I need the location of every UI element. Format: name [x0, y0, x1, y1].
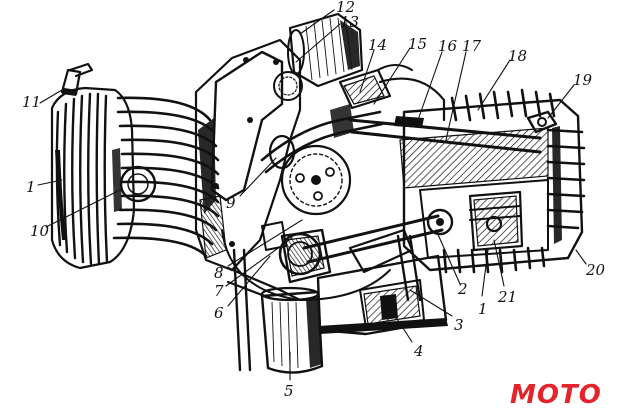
left-cylinder: [50, 62, 220, 270]
callout-1-right: 1: [478, 300, 488, 318]
callout-16: 16: [438, 37, 458, 55]
callout-11: 11: [22, 93, 41, 111]
callout-10: 10: [30, 222, 50, 240]
callout-2: 2: [457, 280, 468, 298]
support-tubes: [226, 248, 272, 372]
callout-4: 4: [413, 342, 424, 360]
oil-sump: [316, 234, 448, 336]
generator: [287, 12, 364, 88]
leader-lines: [37, 9, 587, 381]
oil-can-shading: [271, 301, 299, 369]
crankcase: [194, 38, 302, 272]
callout-6: 6: [214, 304, 224, 322]
callout-5: 5: [284, 382, 294, 400]
generator-shading: [305, 17, 353, 81]
callout-7: 7: [214, 282, 224, 300]
moto-logo: MOTO: [510, 380, 602, 408]
callout-1-left: 1: [26, 178, 36, 196]
callout-15: 15: [408, 35, 427, 53]
callout-3: 3: [454, 316, 464, 334]
crank-mechanism: [221, 208, 454, 302]
callout-14: 14: [368, 36, 387, 54]
callout-12: 12: [336, 0, 355, 16]
oil-filter-can: [260, 286, 324, 374]
callout-8: 8: [214, 264, 224, 282]
timing-gears: [260, 64, 413, 216]
right-top-fins: [450, 88, 556, 122]
callout-labels: 11 1 10 12 13 14 15 16 17 18 19 20 21 1 …: [22, 0, 606, 400]
callout-21: 21: [497, 288, 517, 306]
callout-13: 13: [340, 13, 359, 31]
callout-19: 19: [573, 71, 593, 89]
callout-20: 20: [585, 261, 606, 279]
callout-17: 17: [462, 37, 482, 55]
callout-18: 18: [508, 47, 527, 65]
moto-logo-text: MOTO: [510, 380, 602, 408]
callout-9: 9: [226, 194, 236, 212]
left-head-fins: [55, 92, 109, 266]
